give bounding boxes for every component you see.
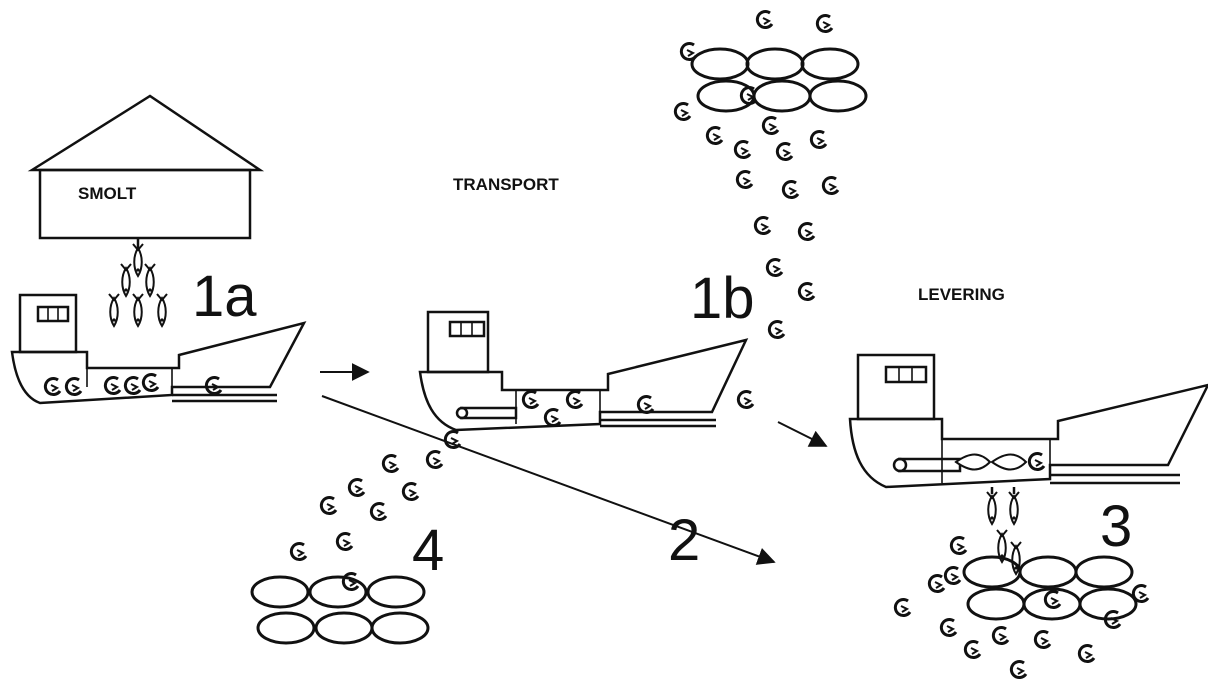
step-4-label: 4 (412, 518, 444, 583)
step-1a-label: 1a (192, 264, 257, 329)
net-pens-1b (690, 47, 868, 113)
transport-label: TRANSPORT (453, 175, 559, 194)
hanging-fish-3 (986, 487, 1022, 575)
step-2-label: 2 (668, 508, 700, 573)
step-3-label: 3 (1100, 494, 1132, 559)
smolt-label: SMOLT (78, 184, 137, 203)
hanging-fish-cluster-1a (108, 243, 168, 327)
arrow-2 (321, 395, 776, 565)
boat-1a (10, 293, 307, 405)
arrow-to-levering (777, 421, 828, 447)
levering-label: LEVERING (918, 285, 1005, 304)
fish-in-boat-1a (43, 373, 223, 397)
boat-levering (848, 353, 1208, 489)
boat-transport (418, 310, 749, 432)
fish-in-levering-boat (954, 452, 1046, 472)
net-pens-3 (962, 555, 1138, 621)
net-pens-4 (250, 575, 430, 645)
smolt-building: SMOLT (27, 94, 265, 250)
step-1b-label: 1b (690, 266, 755, 331)
